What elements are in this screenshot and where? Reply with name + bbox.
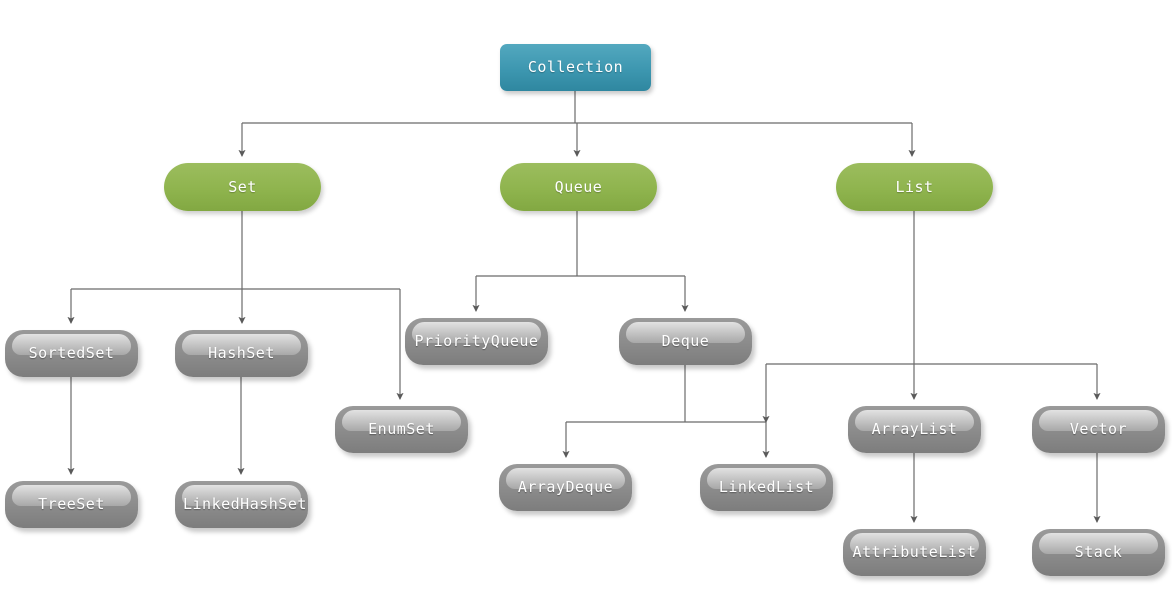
node-deque[interactable]: Deque xyxy=(619,318,752,365)
node-sortedset[interactable]: SortedSet xyxy=(5,330,138,377)
node-label-attributelist: AttributeList xyxy=(852,543,977,561)
node-collection[interactable]: Collection xyxy=(500,44,651,91)
node-linkedlist[interactable]: LinkedList xyxy=(700,464,833,511)
node-label-set: Set xyxy=(228,177,257,196)
node-list[interactable]: List xyxy=(836,163,993,211)
node-arraylist[interactable]: ArrayList xyxy=(848,406,981,453)
node-label-treeset: TreeSet xyxy=(38,495,105,513)
node-label-priorityqueue: PriorityQueue xyxy=(414,332,539,350)
node-arraydeque[interactable]: ArrayDeque xyxy=(499,464,632,511)
node-label-hashset: HashSet xyxy=(208,344,275,362)
node-linkedhashset[interactable]: LinkedHashSet xyxy=(175,481,308,528)
node-priorityqueue[interactable]: PriorityQueue xyxy=(405,318,548,365)
node-label-linkedlist: LinkedList xyxy=(718,478,815,496)
node-label-enumset: EnumSet xyxy=(368,420,435,438)
node-label-arraylist: ArrayList xyxy=(871,420,958,438)
node-label-deque: Deque xyxy=(661,332,710,350)
node-treeset[interactable]: TreeSet xyxy=(5,481,138,528)
node-vector[interactable]: Vector xyxy=(1032,406,1165,453)
node-label-sortedset: SortedSet xyxy=(28,344,115,362)
node-hashset[interactable]: HashSet xyxy=(175,330,308,377)
node-label-list: List xyxy=(895,177,934,196)
node-set[interactable]: Set xyxy=(164,163,321,211)
node-label-arraydeque: ArrayDeque xyxy=(517,478,614,496)
node-label-vector: Vector xyxy=(1069,420,1128,438)
node-queue[interactable]: Queue xyxy=(500,163,657,211)
node-stack[interactable]: Stack xyxy=(1032,529,1165,576)
node-label-queue: Queue xyxy=(554,177,603,196)
node-label-linkedhashset: LinkedHashSet xyxy=(183,495,307,513)
node-attributelist[interactable]: AttributeList xyxy=(843,529,986,576)
node-label-collection: Collection xyxy=(527,58,624,76)
node-enumset[interactable]: EnumSet xyxy=(335,406,468,453)
node-label-stack: Stack xyxy=(1074,543,1123,561)
